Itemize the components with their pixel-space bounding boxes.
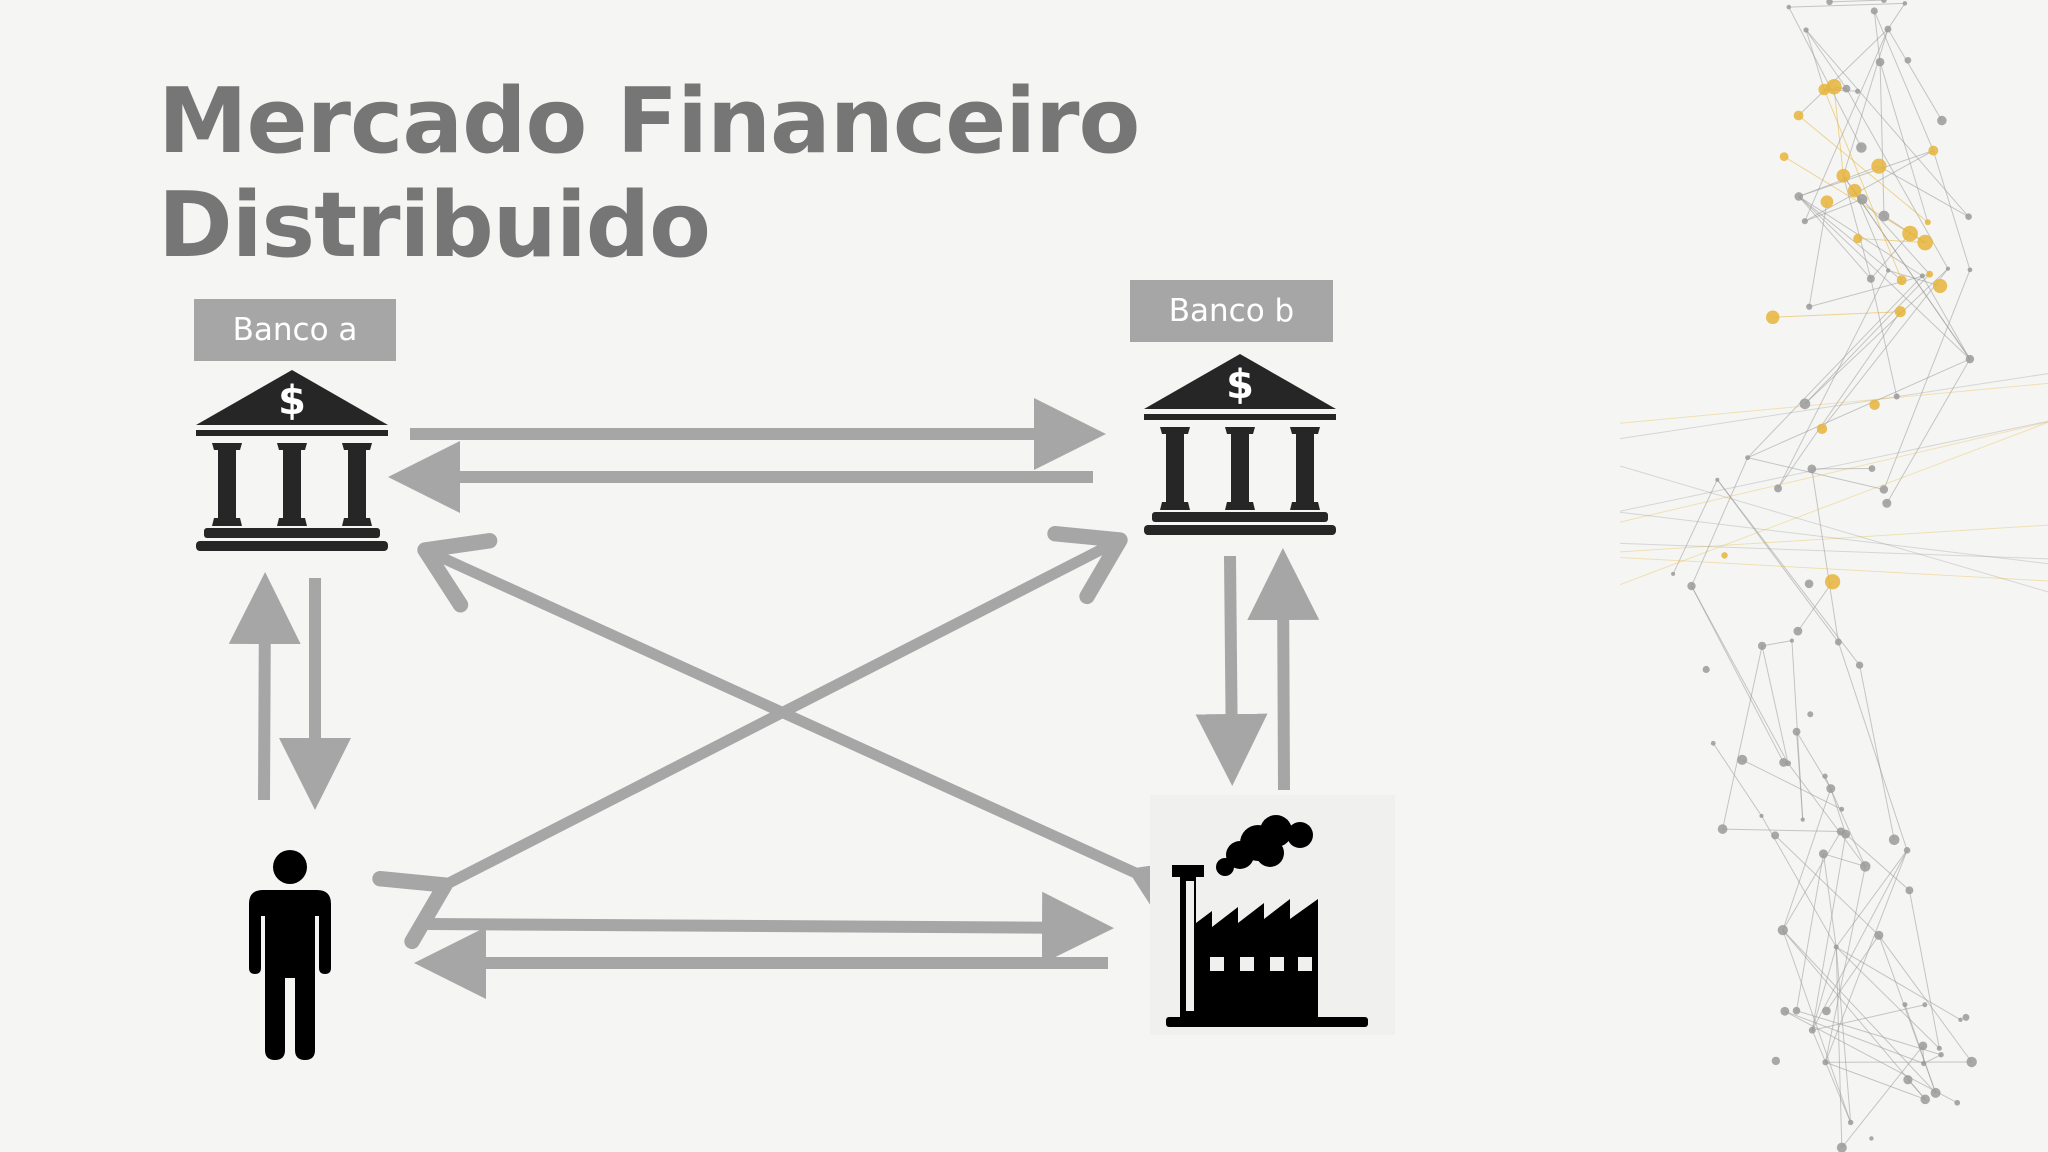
title-line-2: Distribuido (158, 173, 711, 278)
bank-a-icon: $ (196, 370, 388, 551)
person-icon (249, 850, 331, 1060)
network-decoration-icon (1620, 0, 2048, 1152)
arrow-factory-to-bank-b (1247, 548, 1320, 791)
arrow-person-to-bank-a (228, 572, 301, 801)
bank-b-icon: $ (1144, 354, 1336, 535)
factory-icon (1150, 795, 1395, 1035)
arrow-person-bank-b-diagonal (372, 525, 1128, 950)
title-line-1: Mercado Financeiro (158, 69, 1140, 174)
bank-a-label: Banco a (194, 299, 396, 361)
arrow-bank-b-to-factory (1195, 555, 1268, 786)
svg-text:$: $ (278, 378, 306, 424)
slide-title: Mercado Financeiro Distribuido (158, 69, 1140, 278)
bank-b-label: Banco b (1130, 280, 1333, 342)
arrow-person-to-factory (427, 891, 1114, 964)
svg-text:$: $ (1226, 362, 1254, 408)
